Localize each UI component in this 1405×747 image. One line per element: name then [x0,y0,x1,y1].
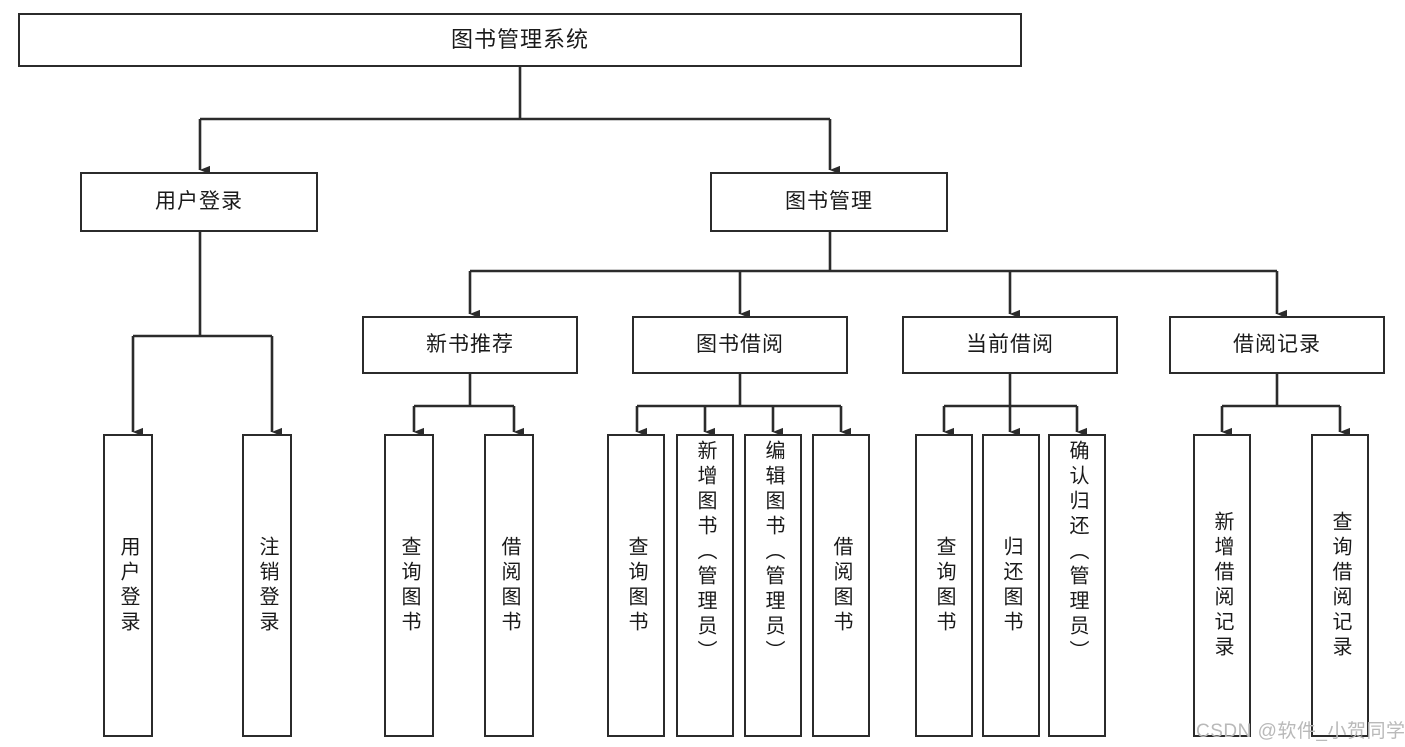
node-leaf-return-book[interactable]: 归还图书 [982,434,1040,737]
node-new-book-recommend[interactable]: 新书推荐 [362,316,578,374]
node-label: 当前借阅 [966,332,1054,356]
node-root-book-management-system[interactable]: 图书管理系统 [18,13,1022,67]
csdn-watermark: CSDN @软件_小贺同学 [1196,721,1405,742]
node-label: 查询图书 [625,535,647,636]
node-label: 图书管理系统 [450,27,589,53]
node-label: 查询图书 [398,535,420,636]
node-leaf-confirm-return[interactable]: 确认归还（管理员） [1048,434,1106,737]
node-label: 查询借阅记录 [1329,510,1351,661]
node-label: 用户登录 [117,535,139,636]
node-label: 新书推荐 [426,332,514,356]
node-label: 查询图书 [933,535,955,636]
node-label: 注销登录 [256,535,278,636]
node-label: 编辑图书（管理员） [762,440,784,665]
node-user-login[interactable]: 用户登录 [80,172,318,232]
node-leaf-user-login[interactable]: 用户登录 [103,434,153,737]
node-book-manage[interactable]: 图书管理 [710,172,948,232]
node-label: 确认归还（管理员） [1066,440,1088,665]
node-current-borrow[interactable]: 当前借阅 [902,316,1118,374]
node-label: 新增图书（管理员） [694,440,716,665]
node-label: 借阅图书 [498,535,520,636]
node-leaf-add-book[interactable]: 新增图书（管理员） [676,434,734,737]
node-label: 归还图书 [1000,535,1022,636]
node-label: 图书管理 [785,189,873,213]
node-leaf-user-logout[interactable]: 注销登录 [242,434,292,737]
node-leaf-edit-book[interactable]: 编辑图书（管理员） [744,434,802,737]
node-label: 借阅图书 [830,535,852,636]
node-label: 用户登录 [155,189,243,213]
node-leaf-query-record[interactable]: 查询借阅记录 [1311,434,1369,737]
node-label: 借阅记录 [1233,332,1321,356]
node-book-borrow[interactable]: 图书借阅 [632,316,848,374]
node-label: 图书借阅 [696,332,784,356]
node-leaf-borrow-book-1[interactable]: 借阅图书 [484,434,534,737]
node-borrow-record[interactable]: 借阅记录 [1169,316,1385,374]
node-leaf-query-book-1[interactable]: 查询图书 [384,434,434,737]
node-leaf-borrow-book-2[interactable]: 借阅图书 [812,434,870,737]
node-label: 新增借阅记录 [1211,510,1233,661]
node-leaf-query-book-3[interactable]: 查询图书 [915,434,973,737]
node-leaf-add-record[interactable]: 新增借阅记录 [1193,434,1251,737]
node-leaf-query-book-2[interactable]: 查询图书 [607,434,665,737]
